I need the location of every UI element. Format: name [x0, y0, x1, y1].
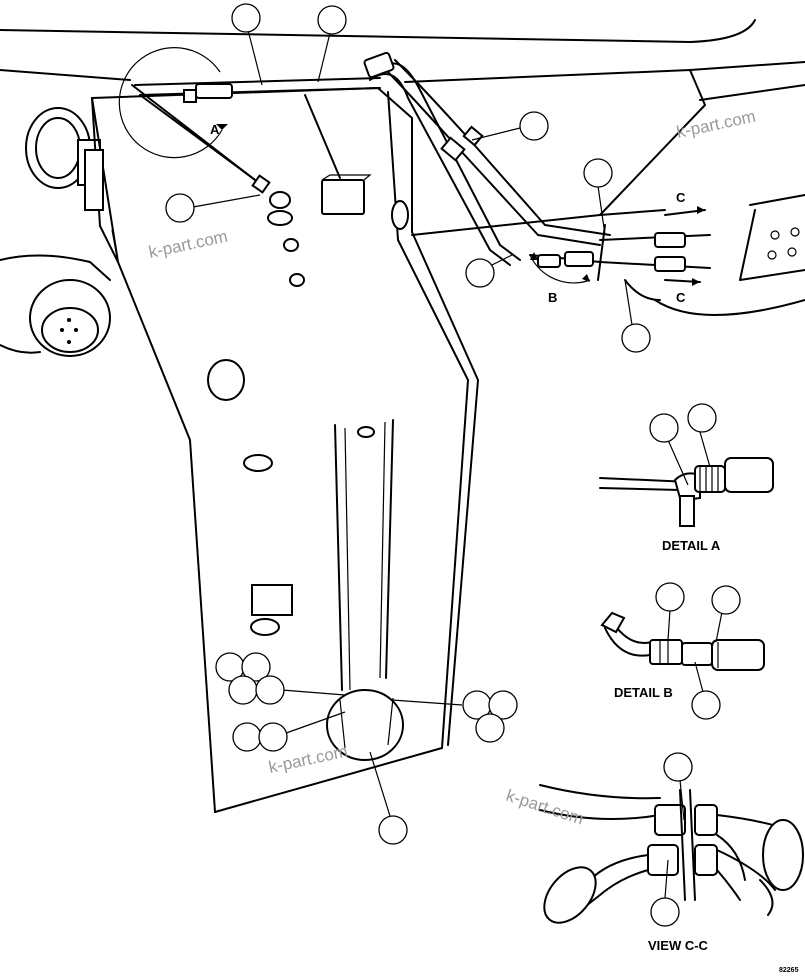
detail-b-inset: DETAIL B	[600, 611, 765, 700]
callout-bubble	[583, 158, 613, 188]
callout-bubble	[650, 897, 680, 927]
detail-a-ref: A	[210, 122, 220, 137]
callout-bubble	[317, 5, 347, 35]
callout-bubble	[258, 722, 288, 752]
callout-bubble	[663, 752, 693, 782]
hose-lines	[131, 51, 711, 301]
detail-b-title: DETAIL B	[614, 685, 673, 700]
detail-b-ref: B	[548, 290, 557, 305]
callout-bubble	[465, 258, 495, 288]
callout-bubble	[475, 713, 505, 743]
detail-b-callout: B	[529, 252, 591, 305]
watermark-text: k-part.com	[147, 227, 229, 262]
view-c-ref-bottom: C	[676, 290, 686, 305]
callout-bubble	[378, 815, 408, 845]
view-cc-inset: VIEW C-C	[539, 784, 804, 953]
callout-bubble	[241, 652, 271, 682]
callout-bubbles	[165, 3, 741, 927]
callout-bubble	[691, 690, 721, 720]
detail-a-callout: A	[118, 47, 228, 159]
callout-bubble	[255, 675, 285, 705]
machine-frame	[0, 19, 805, 357]
callout-bubble	[165, 193, 195, 223]
callout-bubble	[232, 722, 262, 752]
view-cc-title: VIEW C-C	[648, 938, 709, 953]
callout-bubble	[687, 403, 717, 433]
detail-a-inset: DETAIL A	[599, 457, 774, 553]
view-c-arrows: C C	[664, 190, 706, 305]
view-c-ref-top: C	[676, 190, 686, 205]
callout-bubble	[231, 3, 261, 33]
callout-bubble	[711, 585, 741, 615]
callout-bubble	[228, 675, 258, 705]
callout-bubble	[519, 111, 549, 141]
detail-a-title: DETAIL A	[662, 538, 721, 553]
figure-ref: 82265	[779, 967, 799, 974]
fuel-tank	[84, 87, 479, 813]
callout-bubble	[488, 690, 518, 720]
callout-bubble	[621, 323, 651, 353]
callout-bubble	[655, 582, 685, 612]
callout-bubble	[649, 413, 679, 443]
watermark-text: k-part.com	[675, 107, 757, 142]
